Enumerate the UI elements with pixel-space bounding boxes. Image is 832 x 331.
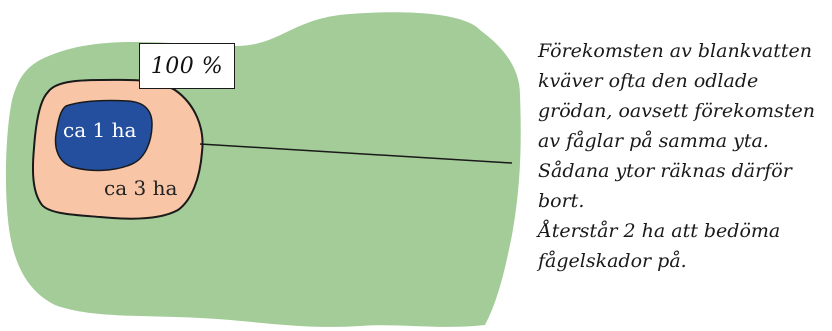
- pointer-line: [199, 143, 513, 164]
- inner-area-label: ca 1 ha: [63, 118, 137, 142]
- note-line: Sådana ytor räknas därför: [538, 160, 792, 182]
- note-line: grödan, oavsett förekomsten: [538, 100, 815, 122]
- note-line: Återstår 2 ha att bedöma: [538, 220, 781, 242]
- note-line: kväver ofta den odlade: [538, 70, 759, 92]
- note-line: fågelskador på.: [538, 250, 687, 272]
- standing-water-area: [54, 99, 153, 172]
- outer-area-label: ca 3 ha: [104, 176, 178, 200]
- note-line: Förekomsten av blankvatten: [538, 40, 813, 62]
- note-line: bort.: [538, 190, 585, 212]
- explanation-note: Förekomsten av blankvatten kväver ofta d…: [538, 36, 830, 276]
- percent-box: 100 %: [139, 43, 235, 89]
- note-line: av fåglar på samma yta.: [538, 130, 769, 152]
